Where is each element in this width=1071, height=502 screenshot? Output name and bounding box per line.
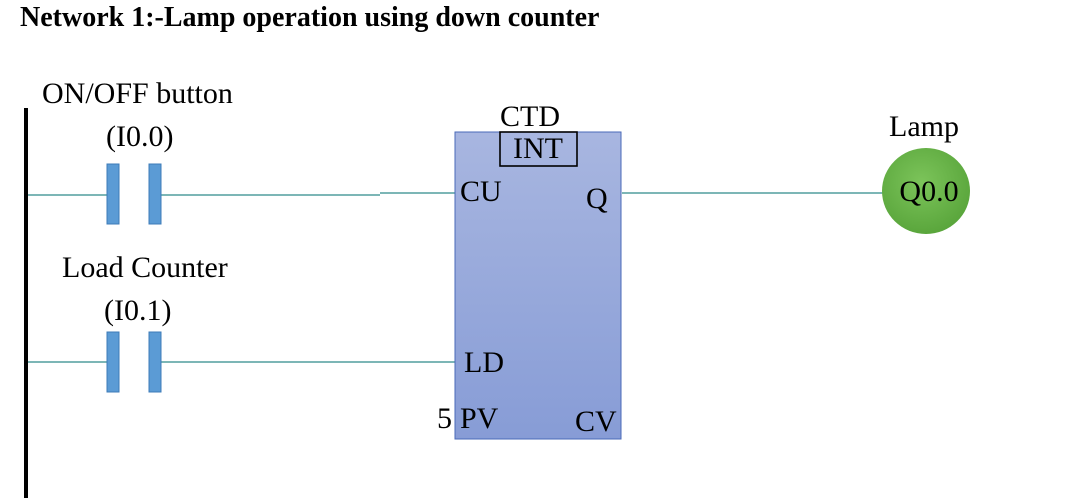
output-cv: CV: [575, 405, 617, 438]
coil-circle: [882, 148, 970, 234]
input-cu: CU: [460, 175, 502, 208]
output-q: Q: [586, 182, 608, 215]
input-pv: PV: [460, 402, 499, 435]
contact2-address: (I0.1): [104, 294, 171, 327]
coil-label: Lamp: [889, 110, 959, 143]
contact1-address: (I0.0): [106, 120, 173, 153]
counter-body: [454, 131, 622, 440]
lamp-coil[interactable]: Q0.0: [882, 148, 970, 234]
ctd-counter-block[interactable]: CTD INT CU Q LD PV CV: [454, 100, 622, 440]
network-title: Network 1:-Lamp operation using down cou…: [20, 2, 600, 33]
input-ld: LD: [464, 346, 504, 379]
contact-load-counter[interactable]: [106, 331, 162, 393]
counter-type: CTD: [500, 100, 560, 133]
contact2-label: Load Counter: [62, 251, 228, 284]
contact1-label: ON/OFF button: [42, 77, 233, 110]
datatype-box: [499, 131, 578, 167]
contact-bar-left: [106, 163, 120, 225]
contact-bar-right: [148, 331, 162, 393]
power-rail: [24, 108, 28, 498]
contact-on-off[interactable]: [106, 163, 162, 225]
coil-address: Q0.0: [899, 175, 958, 208]
contact-bar-left: [106, 331, 120, 393]
contact-bar-right: [148, 163, 162, 225]
counter-datatype: INT: [513, 132, 563, 165]
preset-value: 5: [437, 402, 452, 435]
